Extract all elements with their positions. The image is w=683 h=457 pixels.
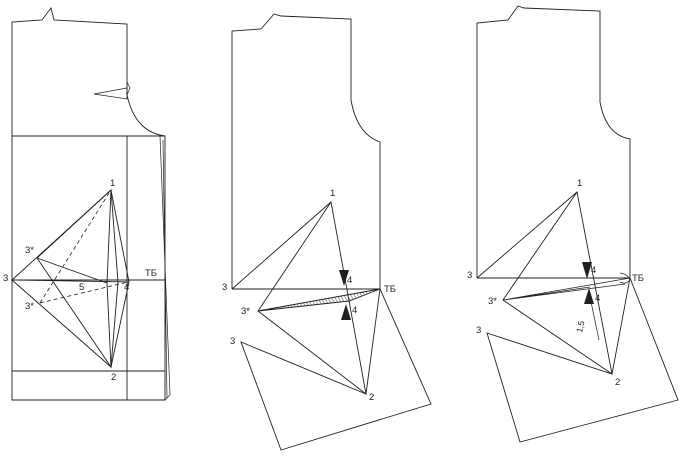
triangle-3 xyxy=(502,190,613,375)
label-1-five: 5 xyxy=(79,282,84,293)
rotated-piece-2 xyxy=(240,287,432,451)
bodice-outline-3 xyxy=(476,5,631,278)
label-2-p4-top: 4 xyxy=(347,275,352,286)
triangle-lower-1 xyxy=(11,279,130,368)
label-3-p4-bottom: 4 xyxy=(595,293,600,304)
label-2-p3: 3 xyxy=(222,282,227,293)
triangle-mid-1b xyxy=(36,257,112,369)
label-1-p3: 3 xyxy=(3,273,8,284)
label-3-p2: 2 xyxy=(615,377,620,388)
label-3-p3: 3 xyxy=(467,270,472,281)
dashed-1a xyxy=(39,189,112,304)
tb-curve-3 xyxy=(619,272,631,284)
label-1-p4: 4 xyxy=(124,282,129,293)
label-1-p2: 2 xyxy=(111,372,116,383)
label-2-p4-bottom: 4 xyxy=(352,305,357,316)
label-3-p1: 1 xyxy=(577,178,582,189)
label-1-p1: 1 xyxy=(110,178,115,189)
measure-line-3 xyxy=(589,296,600,341)
slope-line-2 xyxy=(231,201,332,290)
arrow-down-3 xyxy=(582,262,592,279)
label-2-p3s: 3* xyxy=(241,306,250,317)
arrow-up-2 xyxy=(341,304,351,320)
bodice-outline-2 xyxy=(231,13,381,289)
rotated-piece-3 xyxy=(486,276,679,443)
hatched-dart-2 xyxy=(257,288,381,312)
dart-notch-1 xyxy=(126,81,131,96)
label-3-p4-top: 4 xyxy=(591,265,596,276)
panel-3: 1 4 ТБ 3 3* 4 1,5 3 2 xyxy=(467,5,679,443)
triangle-upper-1 xyxy=(10,189,130,283)
label-3-p3-lower: 3 xyxy=(476,325,481,336)
dart-lines-3 xyxy=(502,277,631,301)
dashed-1b xyxy=(39,281,129,304)
label-1-tb: ТБ xyxy=(145,268,157,279)
label-2-p3-lower: 3 xyxy=(230,336,235,347)
label-2-p1: 1 xyxy=(330,188,335,199)
label-3-tb: ТБ xyxy=(632,273,644,284)
slope-line-3 xyxy=(476,191,578,279)
label-3-p3s: 3* xyxy=(488,296,497,307)
label-1-p3s-top: 3* xyxy=(25,245,34,256)
bodice-outline-1 xyxy=(11,6,166,401)
label-1-p3s-bottom: 3* xyxy=(25,301,34,312)
panel-2: 1 4 ТБ 3 3* 4 3 2 xyxy=(222,13,432,451)
panel-1: 1 3* 3 5 4 ТБ 3* 2 xyxy=(3,6,171,401)
label-3-one-five: 1,5 xyxy=(574,320,586,334)
arrow-up-3 xyxy=(584,288,594,304)
dart-legs-1 xyxy=(110,189,119,368)
label-2-p2: 2 xyxy=(369,392,374,403)
label-2-tb: ТБ xyxy=(384,284,396,295)
arrow-down-2 xyxy=(339,270,349,286)
side-seam-right-1b xyxy=(162,139,168,399)
shoulder-dart-1 xyxy=(93,87,128,100)
triangle-mid-1 xyxy=(36,188,112,284)
side-seam-right-1 xyxy=(159,135,171,401)
